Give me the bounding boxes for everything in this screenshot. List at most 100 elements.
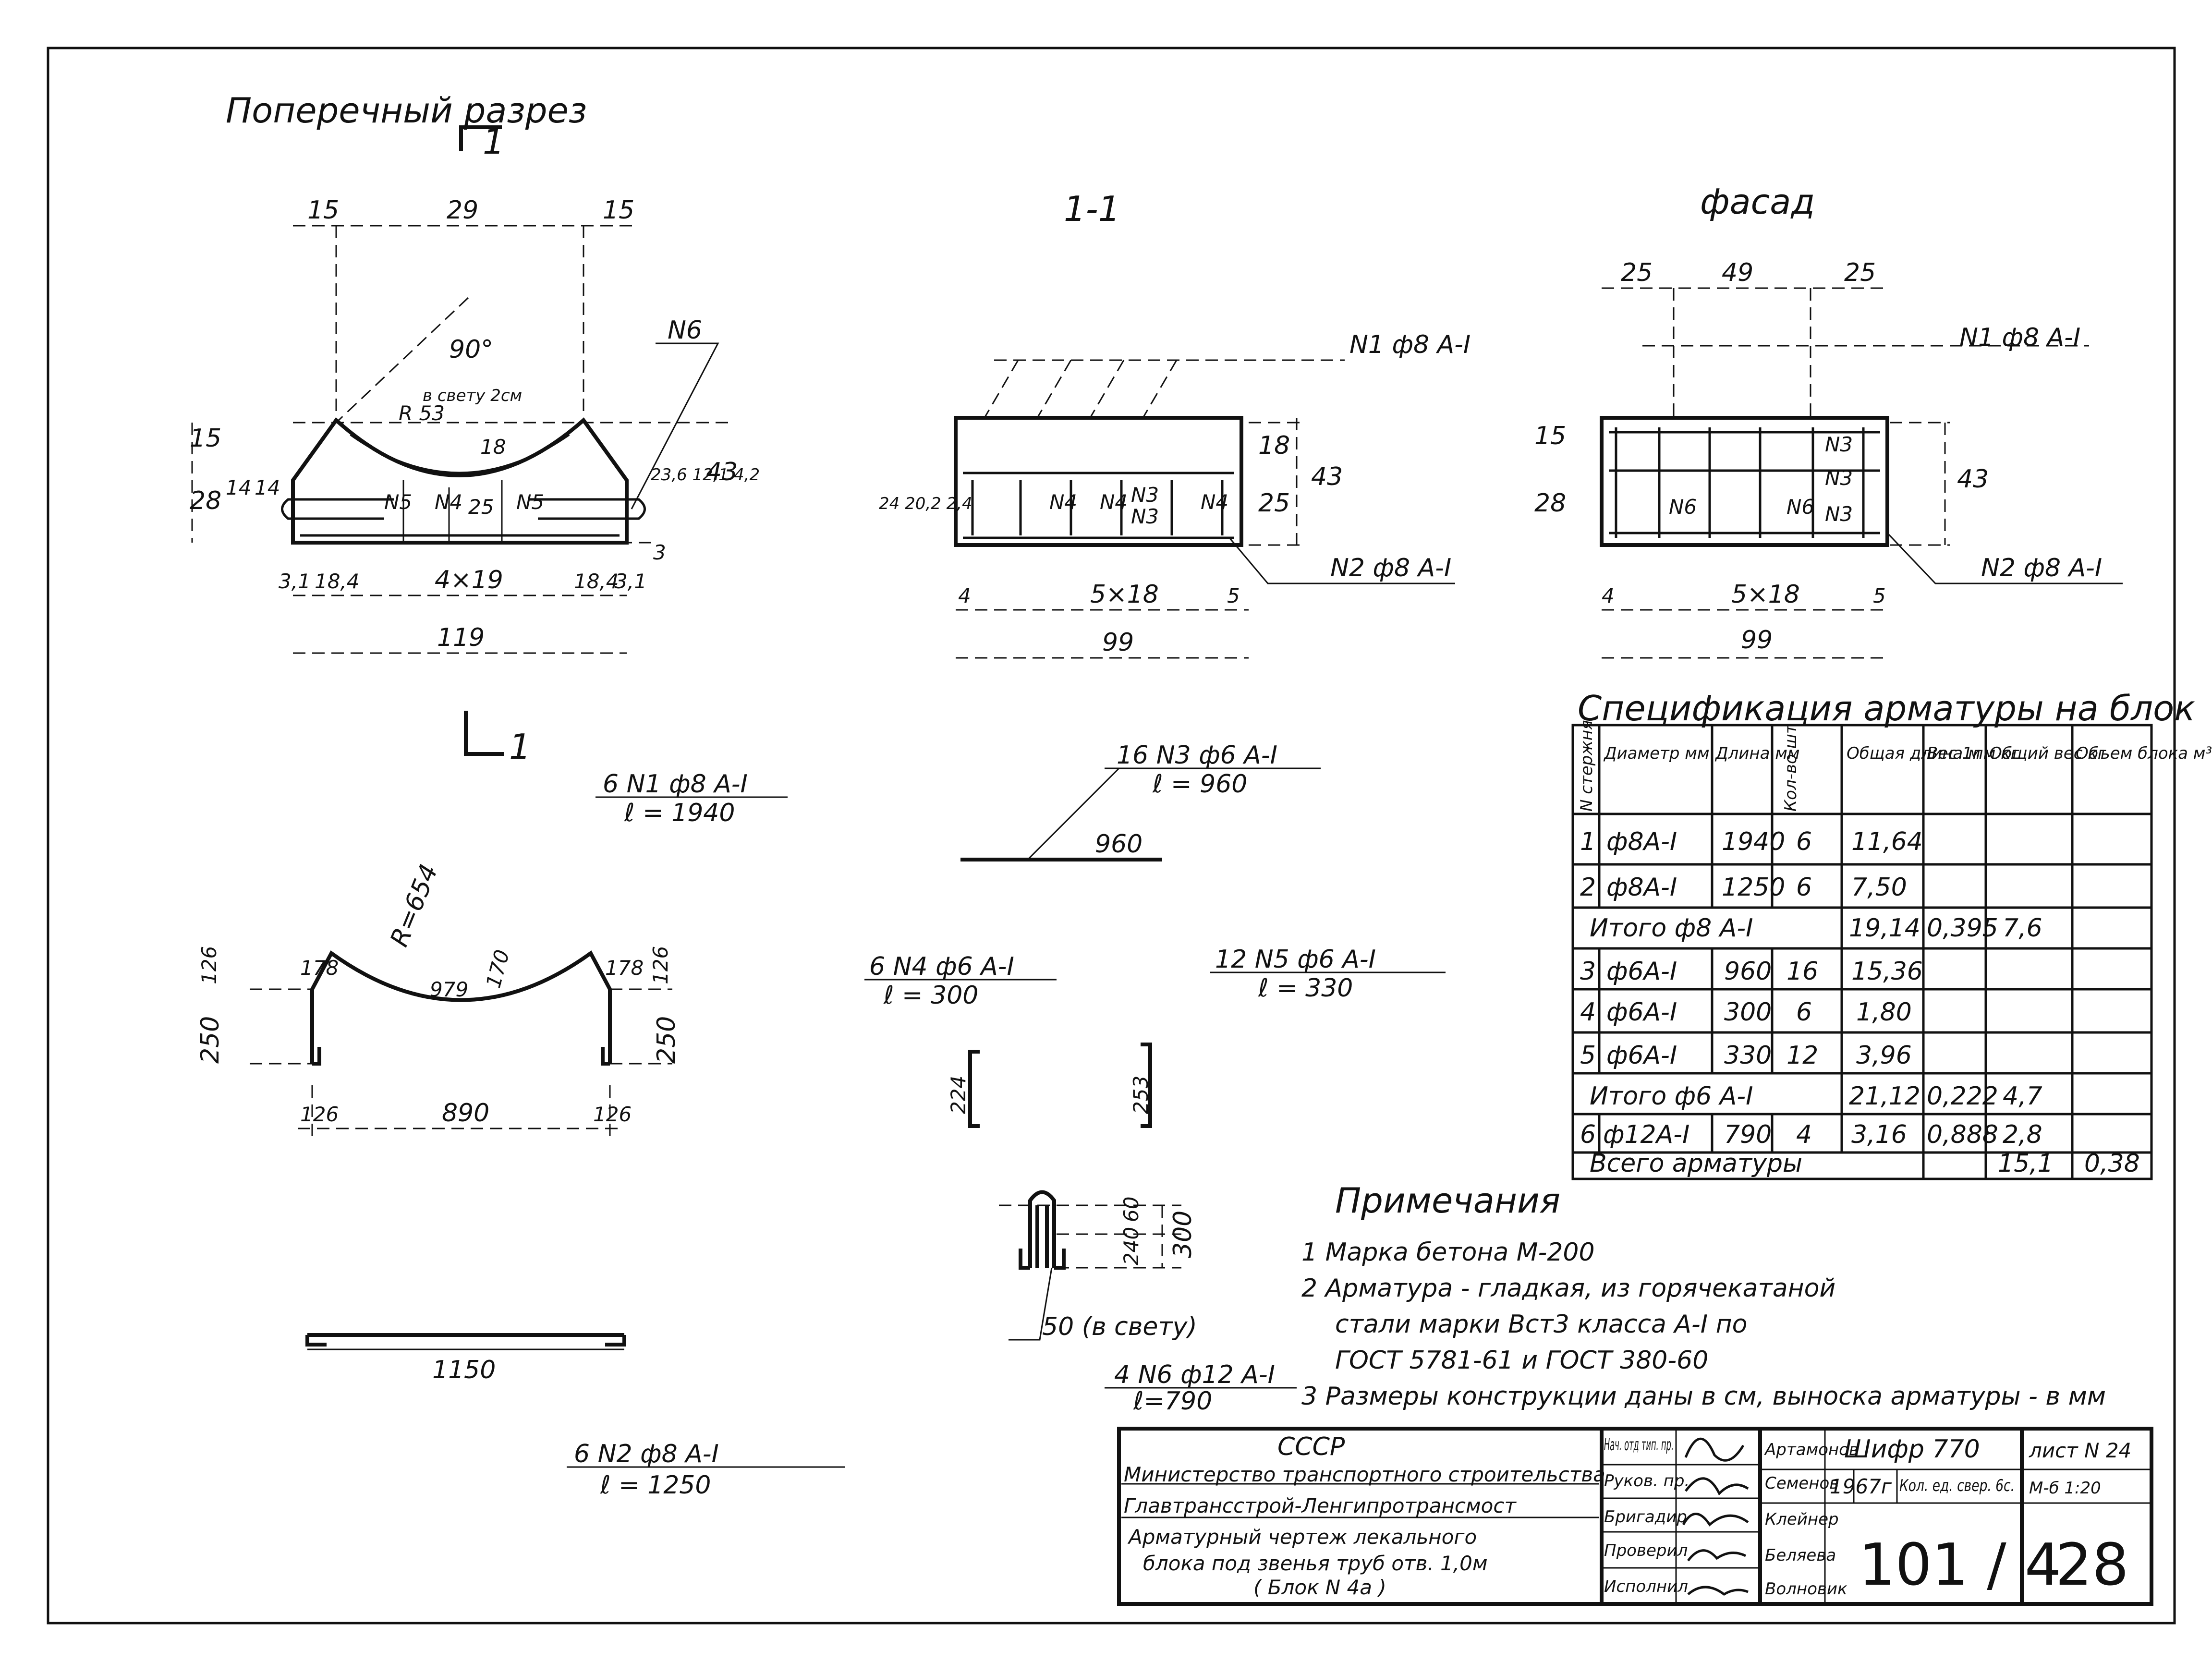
bar-n3-length: ℓ = 960 (1152, 770, 1247, 799)
facade-dim-25a: 25 (1621, 258, 1653, 287)
notes-title: Примечания (1335, 1180, 1560, 1221)
bar-n5-label: 12 N5 ф6 А-I (1215, 945, 1376, 974)
s11-dim-99: 99 (1102, 628, 1134, 657)
s11-rebar-bottom-label: N2 ф8 А-I (1330, 554, 1451, 582)
spec-r1-length: 1940 (1722, 827, 1785, 856)
cs-dim-inner-height: 18 (480, 435, 506, 459)
bar-n1-dim-890: 890 (442, 1099, 489, 1128)
bar-n1-dim-250a: 250 (196, 1016, 225, 1064)
spec-r2-total-length: 7,50 (1851, 873, 1907, 902)
bar-n6-dim-60: 60 (1119, 1197, 1143, 1222)
cs-dim-left-15: 15 (190, 424, 221, 453)
bar-n1-dim-126b: 126 (649, 946, 672, 984)
facade-dim-5x18: 5×18 (1731, 580, 1800, 609)
sheet-frame (47, 47, 2176, 1625)
spec-r5-qty: 12 (1787, 1041, 1818, 1070)
section-mark-bottom-num: 1 (509, 727, 531, 767)
cs-dim-right-43: 43 (706, 458, 738, 486)
bar-n3-dim-960: 960 (1095, 830, 1142, 859)
spec-r2-length: 1250 (1722, 873, 1785, 902)
tb-role-2: Руков. пр. (1604, 1471, 1689, 1491)
spec-r3-qty: 16 (1787, 957, 1818, 986)
spec-r5-total-length: 3,96 (1856, 1041, 1912, 1070)
section-1-1-block (954, 416, 1243, 547)
facade-dim-15: 15 (1534, 422, 1566, 450)
cs-label-n5b: N5 (516, 490, 544, 514)
tb-desc-1: Арматурный чертеж лекального (1127, 1525, 1477, 1549)
bar-n1-dim-178b: 178 (605, 956, 644, 980)
section-1-1-title: 1-1 (1064, 189, 1120, 229)
cs-dim-bot-184b: 18,4 (574, 570, 619, 593)
s11-dim-left-stack: 24 20,2 2,4 (879, 494, 972, 513)
s11-dim-18: 18 (1258, 431, 1290, 460)
spec-r1-qty: 6 (1796, 827, 1812, 856)
s11-dims (956, 418, 1301, 659)
spec-r1-diameter: ф8А-I (1606, 827, 1677, 856)
bar-n1-dim-979: 979 (430, 978, 468, 1001)
spec-r2-n: 2 (1580, 873, 1596, 902)
facade-dim-49: 49 (1722, 258, 1753, 287)
bar-n4-length: ℓ = 300 (883, 981, 978, 1010)
spec-r6-length: 790 (1724, 1120, 1772, 1149)
tb-sheet-label: лист N 24 (2029, 1439, 2131, 1462)
facade-dim-4: 4 (1602, 584, 1615, 607)
tb-year: 1967г (1830, 1475, 1892, 1498)
cs-dim-bot-184a: 18,4 (315, 570, 360, 593)
spec-total-label: Всего арматуры (1590, 1149, 1802, 1178)
bar-n6-dim-300: 300 (1168, 1211, 1197, 1258)
cs-clear-note: в свету 2см (423, 386, 522, 405)
s11-n2-leader (1228, 537, 1455, 584)
cs-angle: 90° (449, 335, 493, 364)
bar-n2-label: 6 N2 ф8 А-I (574, 1440, 719, 1468)
spec-r2-diameter: ф8А-I (1606, 873, 1677, 902)
cs-dim-right-stack: 23,6 12,1 4,2 (651, 465, 760, 485)
bar-n1-dim-126c: 126 (300, 1103, 339, 1126)
tb-name-3: Клейнер (1765, 1510, 1839, 1529)
cs-label-n5a: N5 (384, 490, 412, 514)
section-mark-bottom (464, 711, 504, 756)
section-mark-top (459, 125, 502, 151)
s11-dim-5x18: 5×18 (1090, 580, 1159, 609)
bar-n6-clear-note: 50 (в свету) (1042, 1312, 1197, 1341)
s11-label-n3a: N3 (1131, 483, 1159, 507)
facade-dims (1602, 287, 2089, 659)
cross-section-outline (291, 417, 629, 545)
facade-view: фасад 25 49 25 N1 ф8 А-I N2 ф8 А-I 15 28… (1534, 182, 2123, 659)
facade-rebar-v (1615, 427, 1865, 538)
spec-r3-n: 3 (1580, 957, 1596, 986)
bar-details: 6 N1 ф8 А-I ℓ = 1940 R=654 126 178 979 1… (196, 741, 1446, 1500)
bar-n4-shape (968, 1050, 980, 1128)
s11-rebar-top (963, 472, 1234, 539)
inner-arc (350, 433, 570, 474)
s11-label-n4a: N4 (1049, 490, 1077, 514)
spec-subtotal-8-length: 19,14 (1849, 914, 1920, 943)
spec-subtotal-6-unit-weight: 0,222 (1927, 1082, 1998, 1111)
spec-header-diameter: Диаметр мм (1603, 744, 1710, 763)
title-block-grid (1117, 1427, 2153, 1606)
s11-hatch (984, 359, 1345, 418)
cs-n6-leader (631, 342, 719, 510)
spec-r6-weight: 2,8 (2003, 1120, 2042, 1149)
bar-n1-dim-126a: 126 (197, 946, 221, 984)
section-mark-top-num: 1 (483, 121, 505, 162)
spec-table: Спецификация арматуры на блок N стержня … (1571, 688, 2212, 1180)
facade-rebar-top-label: N1 ф8 А-I (1959, 323, 2080, 352)
bar-n6-dim-240: 240 (1119, 1227, 1143, 1265)
bar-n1-radius: R=654 (385, 860, 444, 950)
tb-scale: М-б 1:20 (2029, 1479, 2101, 1498)
spec-header-volume: Объем блока м³ (2076, 744, 2212, 763)
facade-rebar-h (1609, 431, 1880, 534)
facade-block (1600, 416, 1889, 547)
spec-subtotal-6-length: 21,12 (1849, 1082, 1920, 1111)
tb-desc-3: ( Блок N 4а ) (1253, 1576, 1386, 1599)
bar-n5-dim-253: 253 (1129, 1076, 1153, 1114)
cs-dim-bot-31b: 3,1 (615, 570, 647, 593)
cs-dim-inner-25: 25 (468, 495, 494, 519)
bar-n2-dim-1150: 1150 (432, 1356, 496, 1384)
title-block-org-lines (1121, 1483, 1599, 1518)
tb-desc-2: блока под звенья труб отв. 1,0м (1143, 1552, 1488, 1575)
bar-n1-dims (250, 988, 672, 1138)
tb-copies: Кол. ед. свер. 6с. (1899, 1476, 2015, 1495)
facade-label-n6b: N6 (1787, 495, 1814, 519)
